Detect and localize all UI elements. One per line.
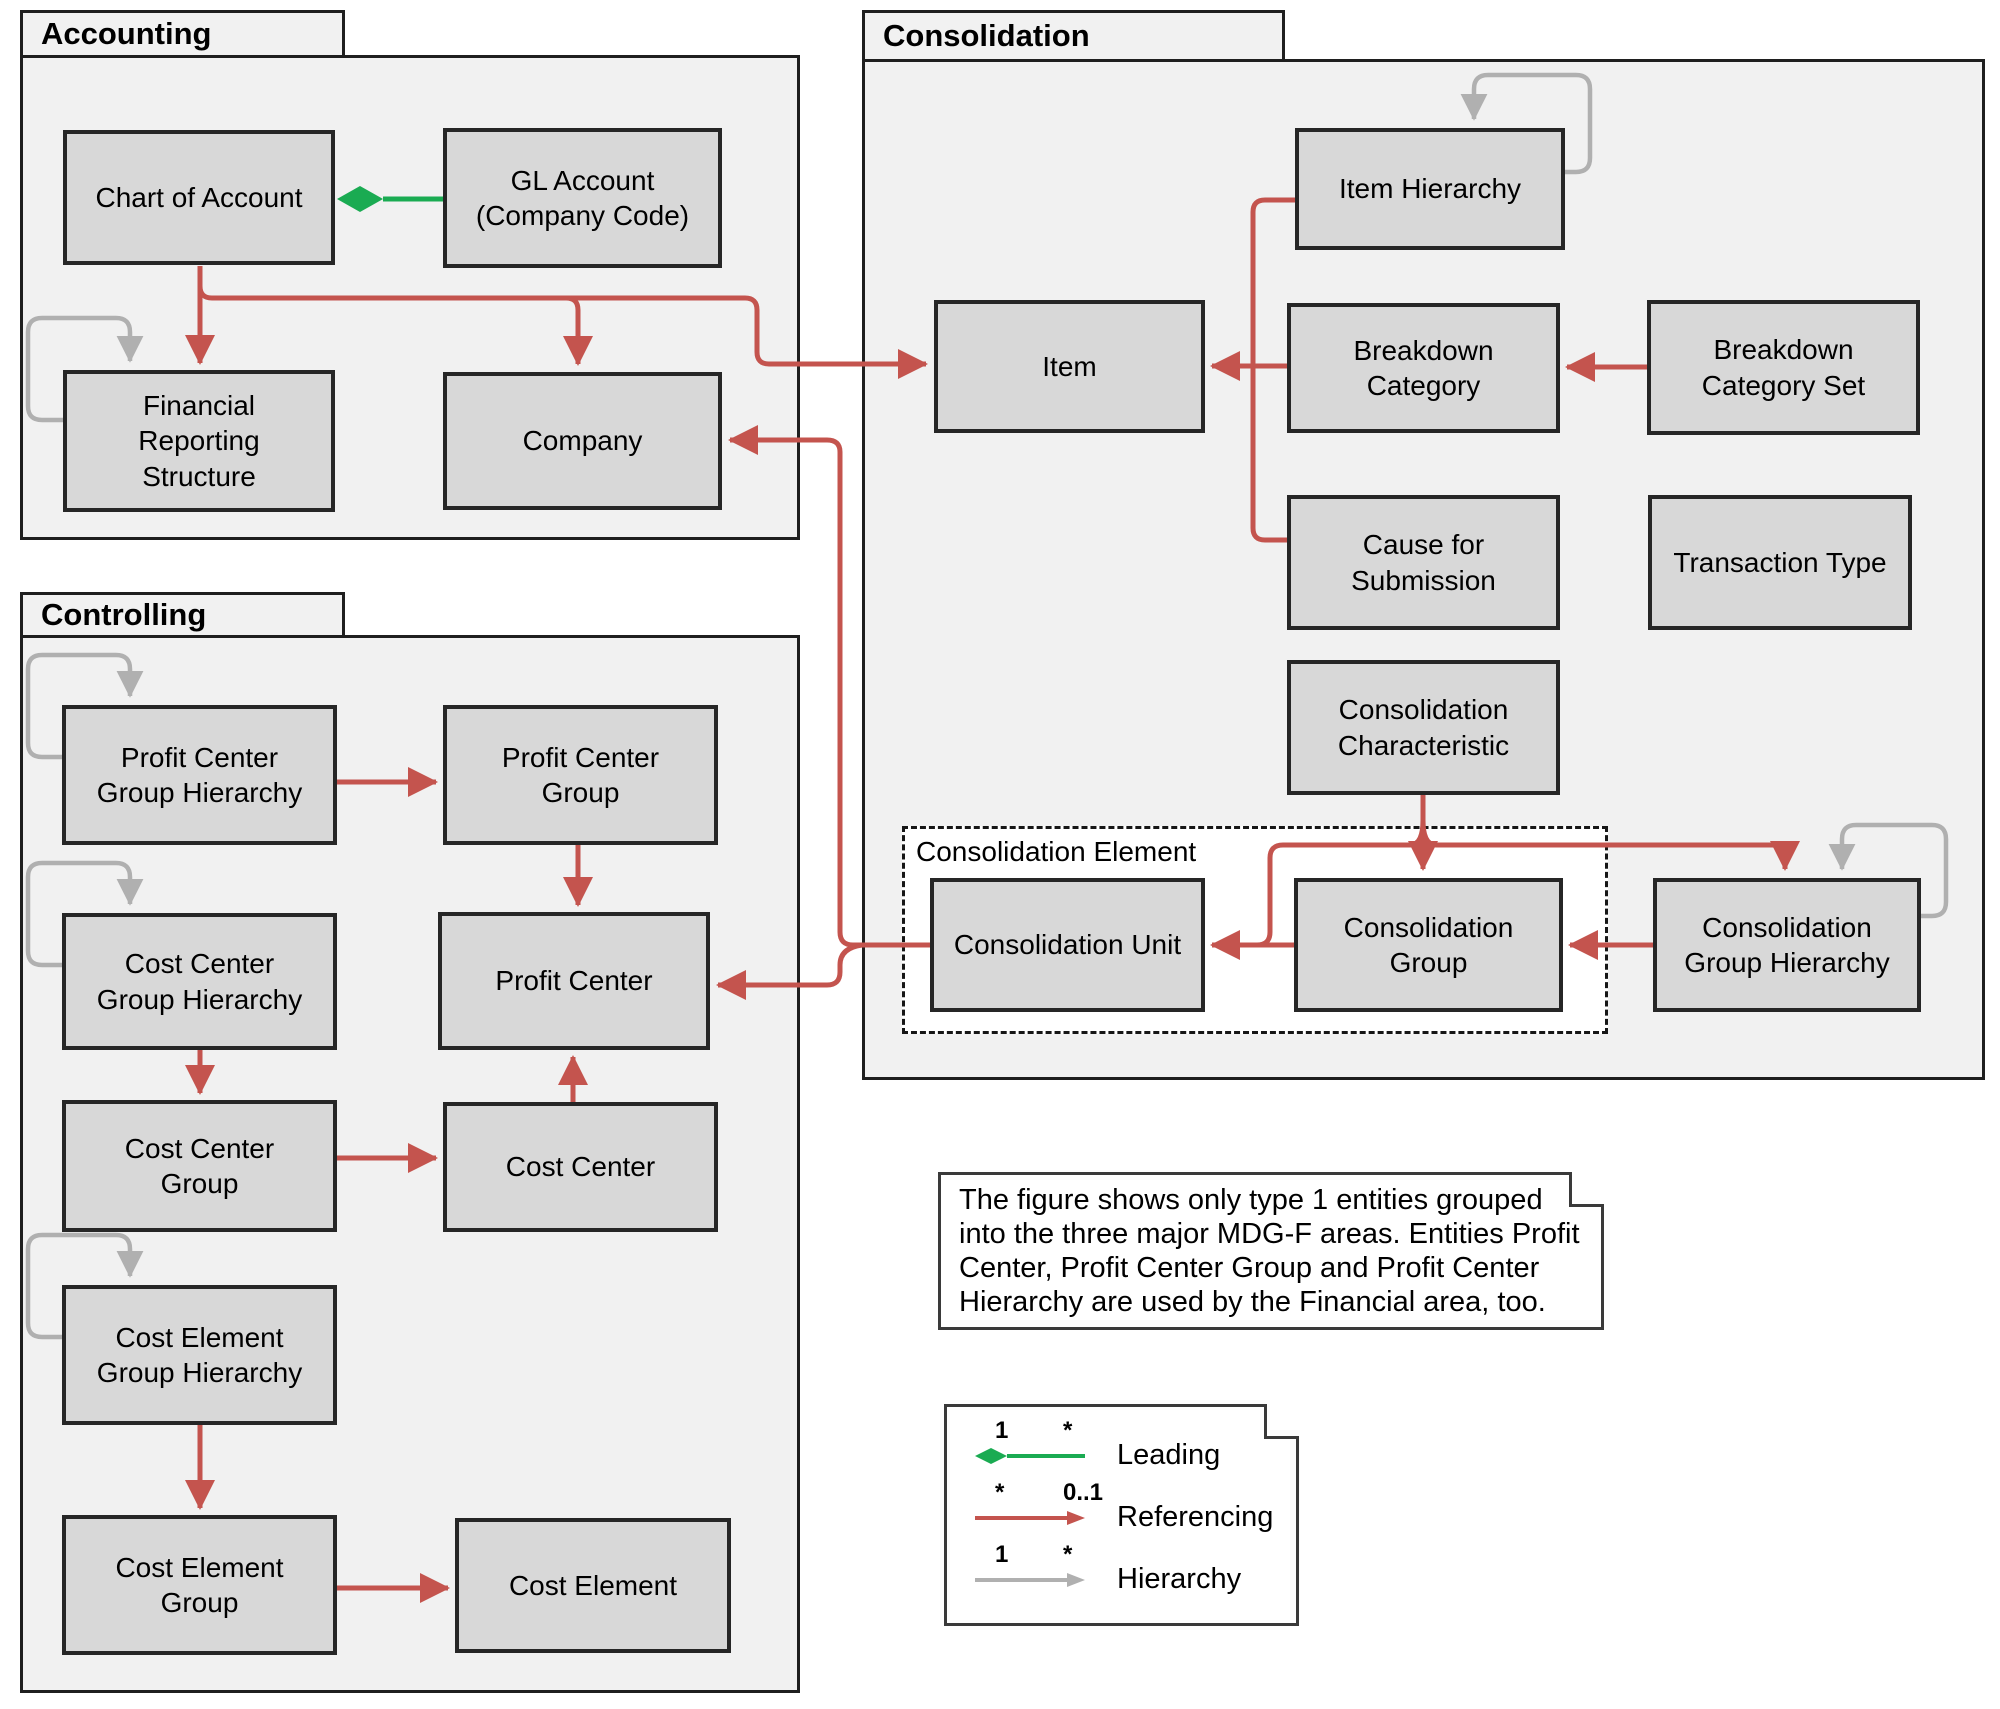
note-fold-icon [1569, 1172, 1604, 1207]
legend-label-leading: Leading [1117, 1439, 1221, 1471]
package-accounting-tab: Accounting [20, 10, 345, 58]
entity-cost-center-group-hierarchy: Cost Center Group Hierarchy [62, 913, 337, 1050]
loop-cost-center-group-hierarchy [25, 860, 144, 968]
leading-diamond [337, 186, 383, 212]
edge-chart-of-account-to-item [197, 285, 929, 379]
entity-chart-of-account: Chart of Account [63, 130, 335, 265]
loop-financial-reporting-structure [25, 315, 144, 423]
entity-gl-account: GL Account (Company Code) [443, 128, 722, 268]
package-accounting-title: Accounting [41, 16, 212, 51]
leading-from-multiplicity: 1 [995, 1417, 1009, 1444]
referencing-from-multiplicity: * [995, 1479, 1005, 1506]
note-box: The figure shows only type 1 entities gr… [938, 1172, 1604, 1330]
entity-cause-for-submission: Cause for Submission [1287, 495, 1560, 630]
entity-consolidation-group: Consolidation Group [1294, 878, 1563, 1012]
entity-transaction-type: Transaction Type [1648, 495, 1912, 630]
entity-financial-reporting-structure: Financial Reporting Structure [63, 370, 335, 512]
entity-cost-element-group: Cost Element Group [62, 1515, 337, 1655]
entity-profit-center-group-hierarchy: Profit Center Group Hierarchy [62, 705, 337, 845]
referencing-arrow-icon: * 0..1 [971, 1479, 1104, 1537]
entity-company: Company [443, 372, 722, 510]
package-controlling-title: Controlling [41, 597, 207, 632]
edge-consolidation-characteristic-to-consolidation-unit [1240, 819, 1426, 948]
edge-gl-account-leading-chart-of-account [337, 186, 443, 212]
entity-cost-element: Cost Element [455, 1518, 731, 1653]
entity-breakdown-category: Breakdown Category [1287, 303, 1560, 433]
leading-to-multiplicity: * [1063, 1417, 1073, 1444]
legend-row-hierarchy: 1 * Hierarchy [971, 1541, 1281, 1603]
edge-consolidation-unit-to-company [727, 425, 930, 948]
loop-cost-element-group-hierarchy [25, 1232, 144, 1340]
entity-item-hierarchy: Item Hierarchy [1295, 128, 1565, 250]
leading-arrow-icon: 1 * [971, 1417, 1101, 1475]
referencing-to-multiplicity: 0..1 [1063, 1479, 1104, 1506]
entity-cost-center: Cost Center [443, 1102, 718, 1232]
hierarchy-from-multiplicity: 1 [995, 1541, 1009, 1568]
note-text: The figure shows only type 1 entities gr… [959, 1184, 1580, 1318]
entity-profit-center: Profit Center [438, 912, 710, 1050]
legend-label-referencing: Referencing [1117, 1501, 1274, 1533]
entity-consolidation-characteristic: Consolidation Characteristic [1287, 660, 1560, 795]
package-consolidation-title: Consolidation [883, 18, 1090, 53]
loop-item-hierarchy [1460, 72, 1593, 175]
entity-cost-center-group: Cost Center Group [62, 1100, 337, 1232]
hierarchy-arrow-icon: 1 * [971, 1541, 1101, 1599]
entity-item: Item [934, 300, 1205, 433]
entity-consolidation-group-hierarchy: Consolidation Group Hierarchy [1653, 878, 1921, 1012]
entity-breakdown-category-set: Breakdown Category Set [1647, 300, 1920, 435]
edge-branch-to-company [554, 295, 593, 367]
legend-label-hierarchy: Hierarchy [1117, 1563, 1242, 1595]
entity-consolidation-unit: Consolidation Unit [930, 878, 1205, 1012]
legend-box: 1 * Leading * 0..1 Referencing [944, 1404, 1299, 1626]
package-controlling-tab: Controlling [20, 592, 345, 638]
package-consolidation-tab: Consolidation [862, 10, 1285, 62]
legend-row-referencing: * 0..1 Referencing [971, 1479, 1281, 1541]
edge-trunk-item-hierarchy-cause [1250, 197, 1295, 543]
entity-profit-center-group: Profit Center Group [443, 705, 718, 845]
entity-cost-element-group-hierarchy: Cost Element Group Hierarchy [62, 1285, 337, 1425]
hierarchy-to-multiplicity: * [1063, 1541, 1073, 1568]
edge-consolidation-characteristic-to-consolidation-group-hierarchy [1420, 819, 1800, 872]
loop-consolidation-group-hierarchy [1828, 822, 1949, 919]
edge-consolidation-unit-to-profit-center [715, 942, 863, 1000]
legend-fold-icon [1264, 1404, 1299, 1439]
loop-profit-center-group-hierarchy [25, 652, 144, 760]
legend-row-leading: 1 * Leading [971, 1417, 1281, 1479]
consolidation-element-label: Consolidation Element [916, 836, 1197, 867]
